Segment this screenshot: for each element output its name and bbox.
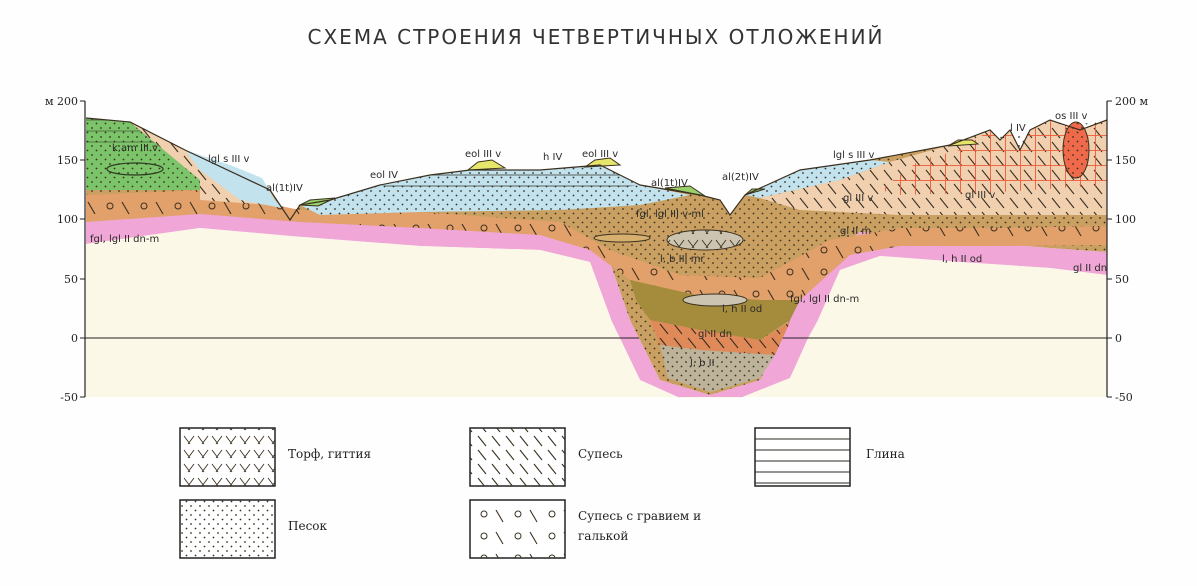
- yellow-eolian: [583, 157, 622, 168]
- legend-item-clay: Глина: [754, 427, 905, 487]
- legend-item-sandy-loam-gravel: Супесь с гравием и галькой: [469, 499, 701, 559]
- label-kam: k,am III v: [112, 143, 158, 154]
- label-eol-iii-2: eol III v: [582, 149, 618, 160]
- olive-layer: [630, 280, 800, 340]
- label-lh-od-trough: l, h II od: [722, 304, 762, 315]
- red-grid-zone: [880, 120, 1107, 195]
- right-tick-200: 200 м: [1115, 95, 1148, 108]
- label-gl-ii-m: gl II m: [840, 226, 871, 237]
- label-gl-iii-1: gl III v: [843, 193, 873, 204]
- label-eol-iv: eol IV: [370, 170, 398, 181]
- label-lgls-right: lgl s III v: [833, 150, 874, 161]
- left-tick-minus50: -50: [60, 391, 78, 404]
- legend-label-peat: Торф, гиттия: [288, 447, 371, 461]
- label-fgl-left: fgl, lgl II dn-m: [90, 234, 159, 245]
- label-al1-left: al(1t)IV: [266, 183, 303, 194]
- yellow-eolian: [466, 159, 507, 171]
- label-lb-ii: l, b II: [690, 358, 715, 369]
- label-gl-ii-dn-trough: gl II dn: [698, 329, 732, 340]
- right-tick-150: 150: [1115, 154, 1136, 167]
- legend-label-sandy-loam-gravel-line2: галькой: [578, 529, 628, 543]
- peat-lens: [682, 293, 748, 307]
- legend-label-sand: Песок: [288, 519, 328, 533]
- label-os-iii: os III v: [1055, 111, 1088, 122]
- label-al1-mid: al(1t)IV: [651, 178, 688, 189]
- right-tick-100: 100: [1115, 213, 1136, 226]
- diagram-title: СХЕМА СТРОЕНИЯ ЧЕТВЕРТИЧНЫХ ОТЛОЖЕНИЙ: [308, 25, 885, 49]
- label-fgl-trough: fgl, lgl II dn-m: [790, 294, 859, 305]
- label-l-iv: l IV: [1010, 123, 1026, 134]
- legend-item-sand: Песок: [179, 499, 328, 559]
- right-tick-50: 50: [1115, 273, 1129, 286]
- label-al2: al(2t)IV: [722, 172, 759, 183]
- label-lgls-left: lgl s III v: [208, 154, 249, 165]
- label-gl-iii-2: gl III v: [965, 190, 995, 201]
- label-lb-mr: l, b III mr: [660, 254, 705, 265]
- sand-lens: [593, 233, 651, 243]
- legend-item-sandy-loam: Супесь: [469, 427, 623, 487]
- left-tick-100: 100: [57, 213, 78, 226]
- yellow-eolian: [947, 139, 980, 147]
- left-tick-50: 50: [64, 273, 78, 286]
- label-fgl-mid: fgl, lgl III v-ml: [636, 209, 704, 220]
- hatch-pattern: [650, 320, 790, 355]
- basement-cream: [86, 228, 1107, 398]
- legend-item-peat: Торф, гиттия: [179, 427, 371, 487]
- ground-surface-line: [85, 117, 1108, 222]
- sand-pattern: [660, 345, 775, 392]
- gravel-pattern: [86, 190, 1107, 300]
- legend-label-sandy-loam-gravel: Супесь с гравием и: [578, 509, 701, 523]
- right-tick-minus50: -50: [1115, 391, 1133, 404]
- legend-label-sandy-loam: Супесь: [578, 447, 623, 461]
- left-axis: м 200 150 100 50 0 -50: [45, 95, 86, 404]
- legend-label-clay: Глина: [866, 447, 905, 461]
- right-tick-0: 0: [1115, 332, 1122, 345]
- legend: Торф, гиттия Супесь Глина Песок Супесь с…: [179, 427, 905, 559]
- left-tick-200: м 200: [45, 95, 78, 108]
- unit-labels: k,am III v lgl s III v al(1t)IV eol IV e…: [90, 111, 1107, 369]
- blue-lacustrine-left: [185, 150, 282, 208]
- label-h-iv: h IV: [543, 152, 562, 163]
- label-eol-iii-1: eol III v: [465, 149, 501, 160]
- label-lh-od-right: l, h II od: [942, 254, 982, 265]
- label-gl-ii-dn-right: gl II dn: [1073, 263, 1107, 274]
- left-tick-0: 0: [71, 332, 78, 345]
- left-tick-150: 150: [57, 154, 78, 167]
- right-axis: 200 м 150 100 50 0 -50: [1106, 95, 1148, 404]
